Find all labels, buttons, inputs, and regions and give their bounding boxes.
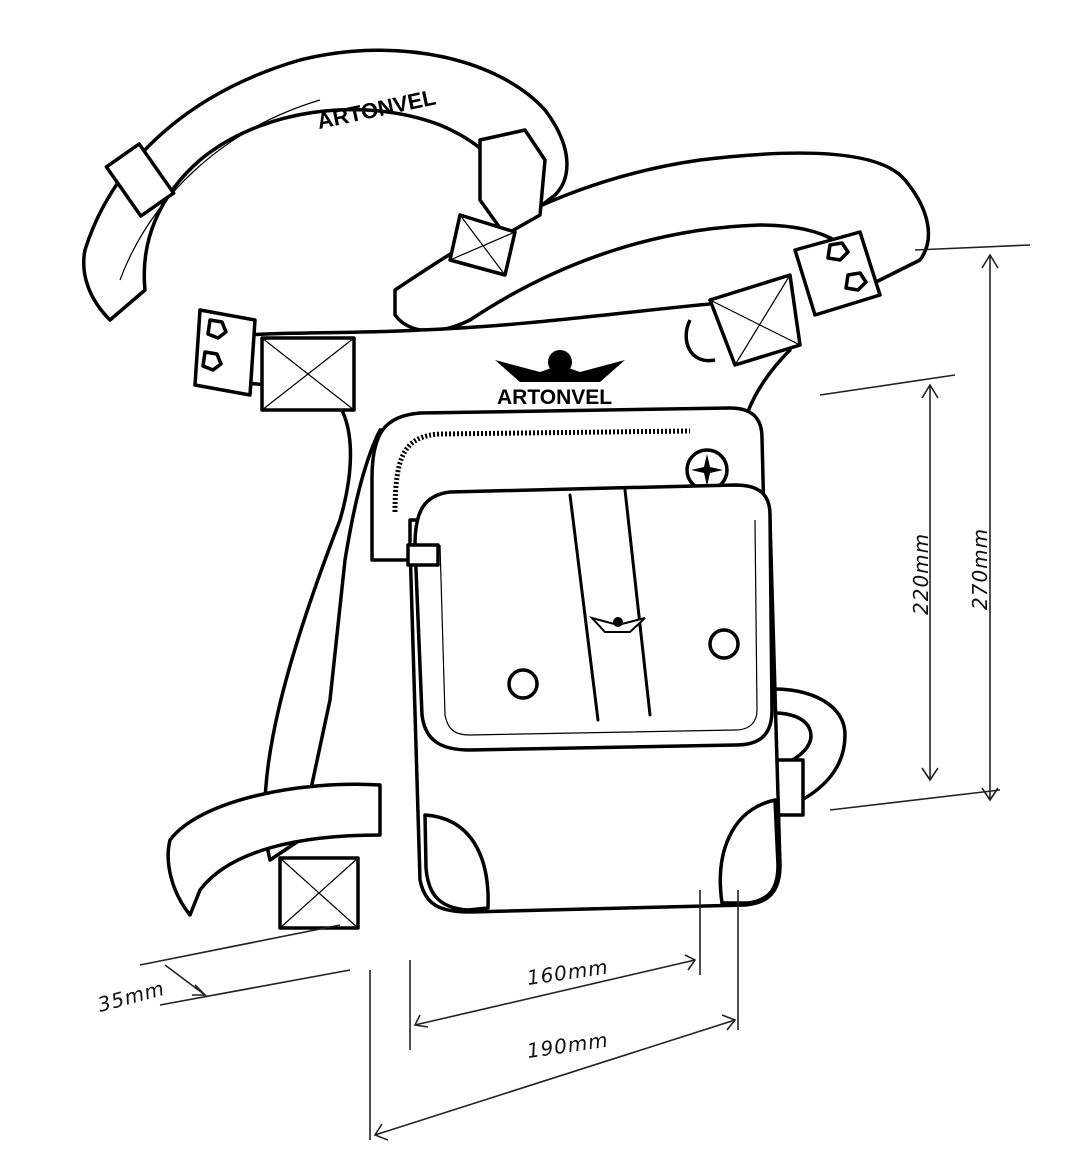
left-strap-clip (193, 308, 356, 412)
flap-center-strip (568, 488, 652, 722)
pocket-bottom-corner-left (423, 813, 490, 912)
dimension-160mm: 160mm (525, 955, 610, 990)
dimension-270mm: 270mm (968, 528, 992, 610)
right-shoulder-strap (393, 151, 931, 333)
dimension-220mm: 220mm (909, 533, 933, 615)
dimension-190mm: 190mm (525, 1028, 610, 1063)
flap-logo-emblem (588, 616, 646, 633)
dimension-lines (139, 244, 1031, 1141)
brand-logo-text: ARTONVEL (497, 386, 612, 409)
right-strap-clip (684, 230, 882, 367)
pocket-bottom-corner-right (718, 798, 780, 905)
snap-button-right (708, 628, 740, 660)
leg-strap (166, 782, 382, 917)
strap-buckle-top (104, 128, 547, 277)
dimension-35mm: 35mm (95, 976, 167, 1017)
zipper (392, 428, 691, 513)
brand-logo: ARTONVEL (495, 350, 625, 409)
snap-button-left (507, 668, 539, 700)
